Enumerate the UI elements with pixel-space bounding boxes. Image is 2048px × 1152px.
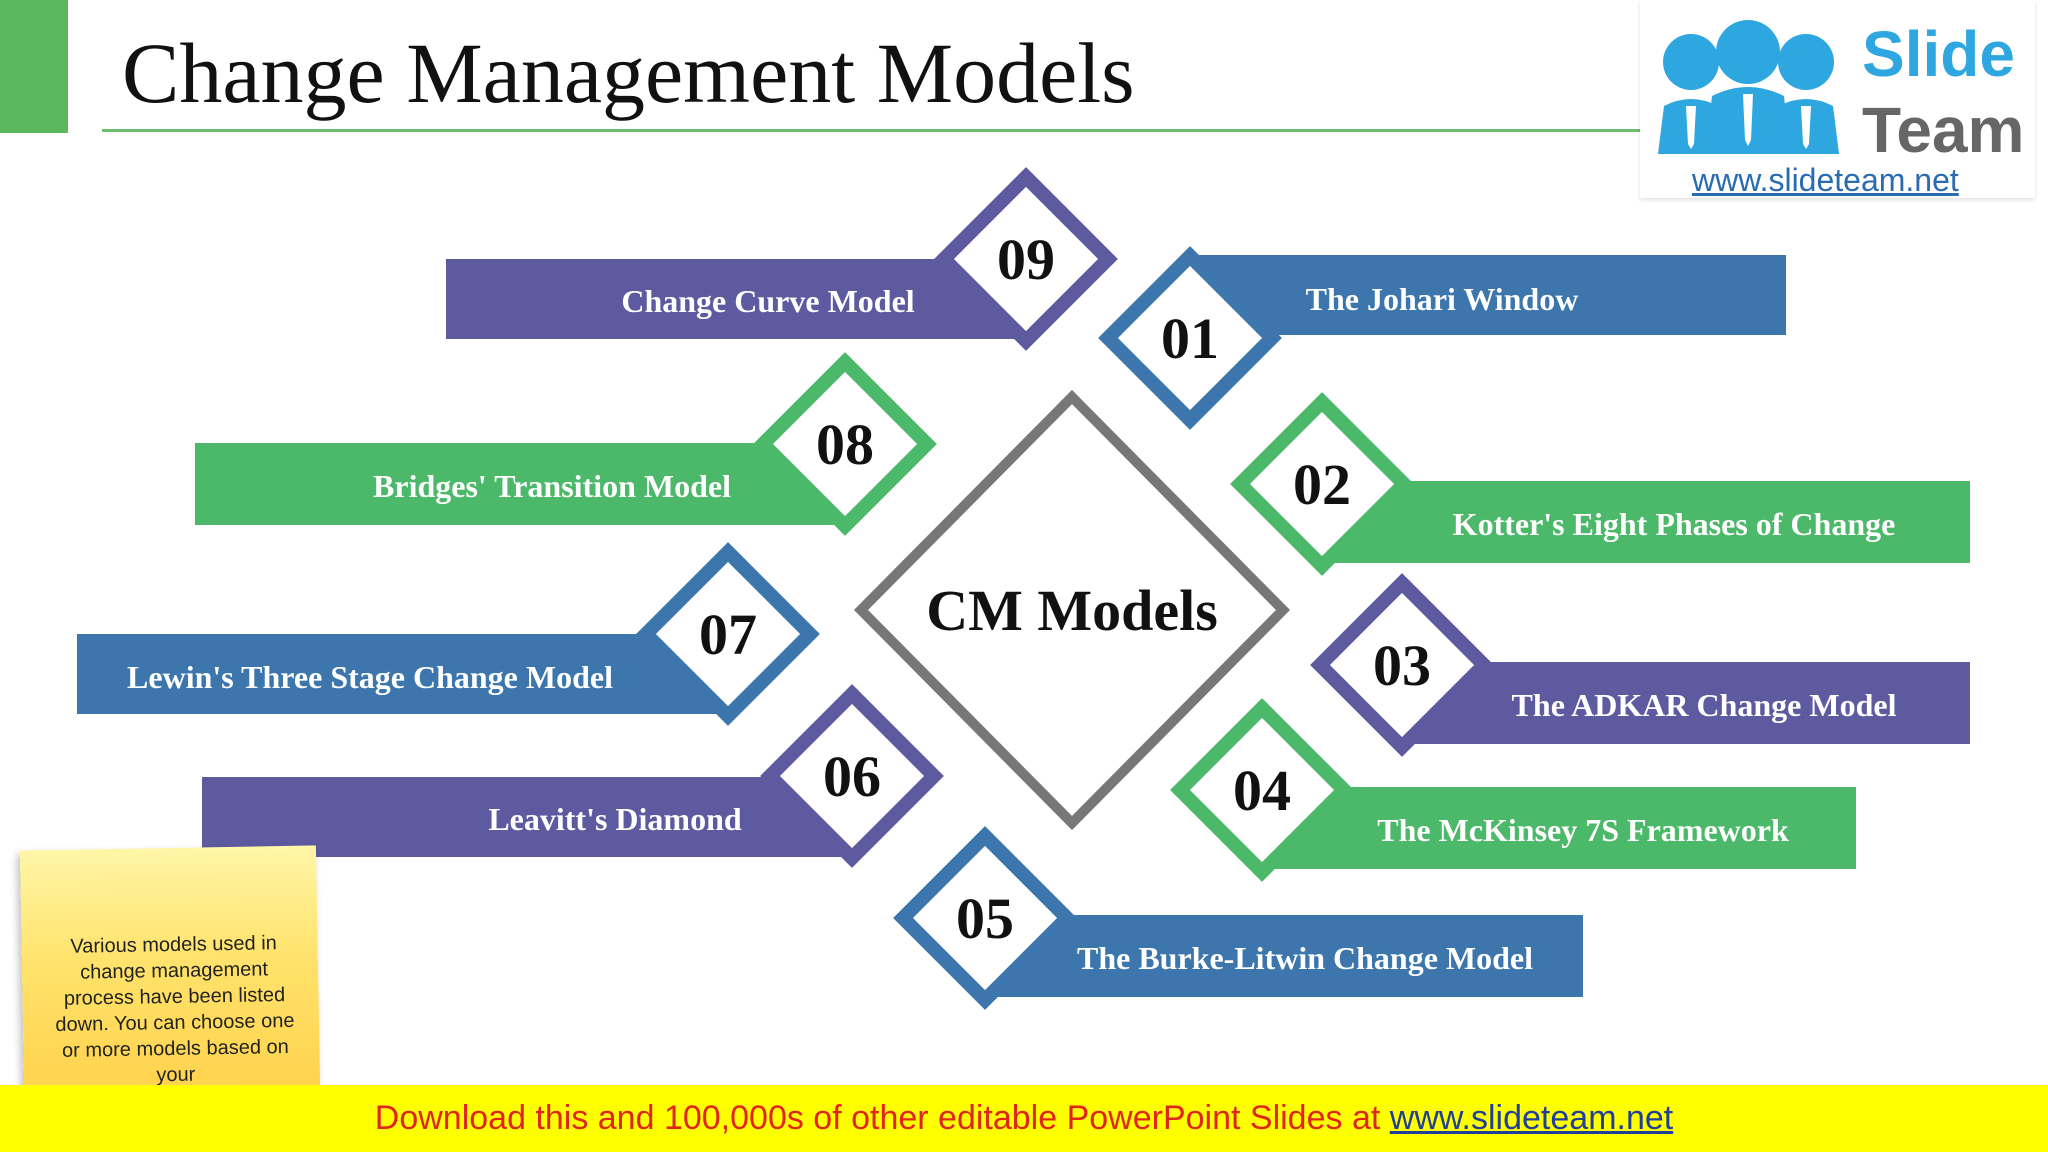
number-diamond bbox=[893, 826, 1077, 1010]
number-diamond bbox=[753, 352, 937, 536]
model-banner bbox=[1320, 481, 1970, 563]
model-number: 04 bbox=[1233, 758, 1291, 823]
footer-banner: Download this and 100,000s of other edit… bbox=[0, 1085, 2048, 1152]
model-banner bbox=[195, 443, 849, 525]
model-banner bbox=[1188, 255, 1786, 335]
model-number: 02 bbox=[1293, 452, 1351, 517]
people-icon bbox=[1658, 20, 1839, 154]
number-diamond bbox=[1310, 573, 1494, 757]
model-banner bbox=[77, 634, 731, 714]
model-banner bbox=[202, 777, 854, 857]
model-label: The McKinsey 7S Framework bbox=[1377, 812, 1789, 848]
footer-text: Download this and 100,000s of other edit… bbox=[374, 1099, 1390, 1137]
model-label: Bridges' Transition Model bbox=[373, 468, 731, 504]
model-label: Leavitt's Diamond bbox=[488, 801, 742, 837]
model-label: Kotter's Eight Phases of Change bbox=[1453, 506, 1896, 542]
number-diamond bbox=[1098, 246, 1282, 430]
number-diamond bbox=[1170, 698, 1354, 882]
footer-link[interactable]: www.slideteam.net bbox=[1389, 1099, 1674, 1137]
sticky-note-text: Various models used in change management… bbox=[55, 932, 295, 1087]
number-diamond bbox=[1230, 392, 1414, 576]
model-banner bbox=[446, 259, 1028, 339]
model-number: 06 bbox=[823, 744, 881, 809]
center-label: CM Models bbox=[926, 578, 1218, 643]
slideteam-logo[interactable]: Slide Team www.slideteam.net bbox=[1640, 0, 2035, 198]
logo-word-slide: Slide bbox=[1862, 18, 2015, 90]
model-banner bbox=[1260, 787, 1856, 869]
model-number: 05 bbox=[956, 886, 1014, 951]
model-label: Lewin's Three Stage Change Model bbox=[127, 659, 613, 695]
model-number: 09 bbox=[997, 227, 1055, 292]
model-label: Change Curve Model bbox=[621, 283, 914, 319]
model-number: 07 bbox=[699, 602, 757, 667]
model-label: The Burke-Litwin Change Model bbox=[1077, 940, 1533, 976]
title-accent-bar bbox=[0, 0, 68, 133]
model-number: 01 bbox=[1161, 306, 1219, 371]
title-divider bbox=[102, 129, 1640, 132]
model-label: The Johari Window bbox=[1306, 281, 1579, 317]
number-diamond bbox=[760, 684, 944, 868]
model-banner bbox=[983, 915, 1583, 997]
model-number: 03 bbox=[1373, 633, 1431, 698]
model-label: The ADKAR Change Model bbox=[1512, 687, 1897, 723]
model-banner bbox=[1400, 662, 1970, 744]
sticky-note: Various models used in change management… bbox=[19, 845, 321, 1091]
model-item-01: 01 The Johari Window bbox=[1098, 246, 1786, 430]
page-title: Change Management Models bbox=[122, 25, 1135, 121]
logo-url-link[interactable]: www.slideteam.net bbox=[1692, 162, 1959, 198]
model-number: 08 bbox=[816, 412, 874, 477]
logo-word-team: Team bbox=[1862, 94, 2025, 166]
number-diamond bbox=[934, 167, 1118, 351]
center-diamond bbox=[853, 389, 1291, 831]
number-diamond bbox=[636, 542, 820, 726]
